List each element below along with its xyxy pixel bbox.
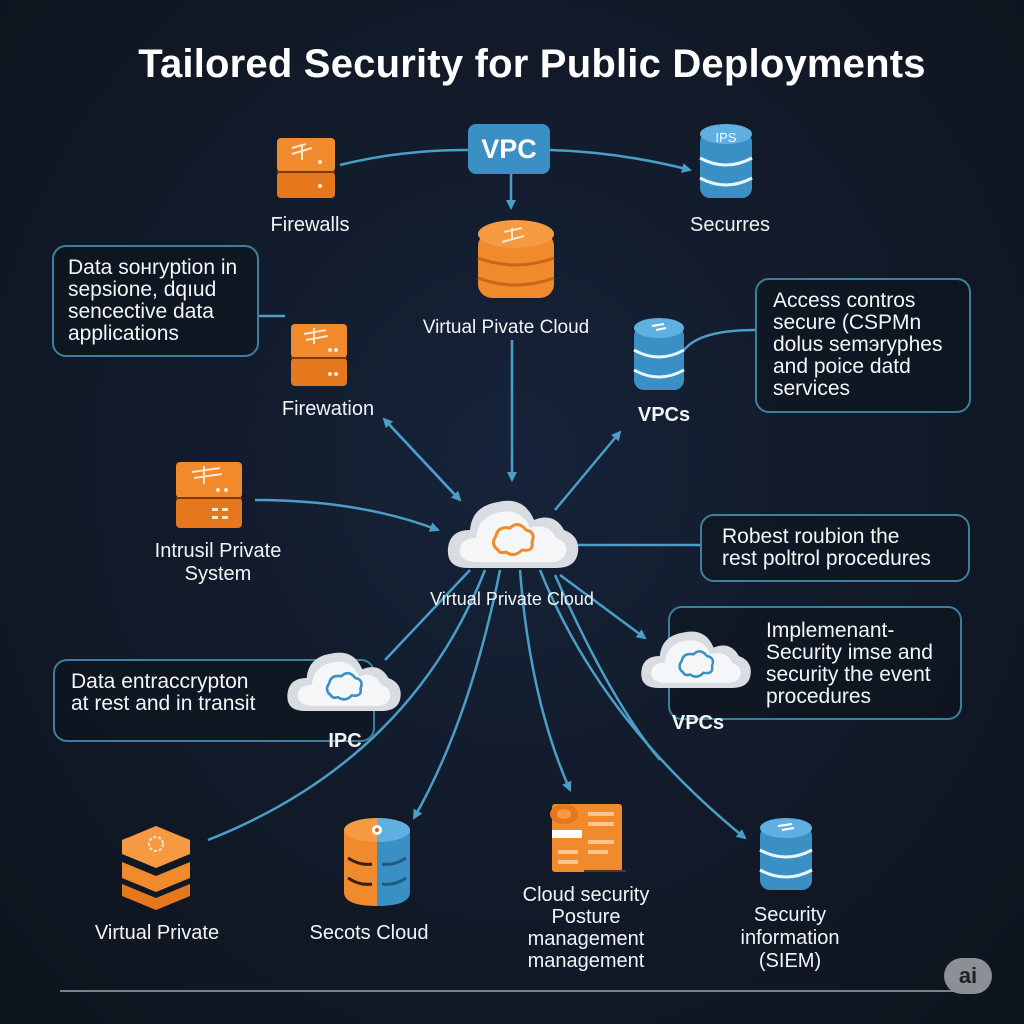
firewation-node[interactable] [286, 318, 352, 399]
securres-node[interactable]: IPS [696, 122, 756, 211]
connector-cloud-vpcs [554, 430, 622, 511]
intrusil-node[interactable] [172, 456, 248, 541]
label-line: Cloud security [522, 884, 650, 906]
securres-label: Securres [689, 214, 771, 236]
label-line: Intrusil Private [154, 540, 282, 562]
vpcs-top-label: VPCs [637, 404, 691, 426]
orange-document-icon [550, 804, 626, 872]
firewation-label: Firewation [281, 398, 375, 420]
split-database-icon [344, 818, 410, 906]
callout-line: security the event [766, 663, 931, 686]
connector-cloud-siem [538, 569, 747, 840]
cloud-icon [447, 500, 579, 568]
firewalls-node[interactable] [272, 130, 342, 211]
blue-database-icon [759, 818, 813, 890]
center-cloud-label: Virtual Private Cloud [430, 589, 594, 609]
connector-cloud-ipc [384, 569, 471, 661]
connector-vpc-firewalls [339, 148, 469, 167]
callout-line: procedures [766, 685, 872, 708]
ai-badge: ai [944, 958, 992, 994]
label-line: management [527, 928, 645, 950]
callout-robust: Robest roubion the rest poltrol procedur… [700, 514, 970, 582]
orange-layers-icon [122, 826, 190, 910]
callout-data-encryption: Data sонryption in sepsione, dqıud sence… [52, 245, 259, 357]
center-cloud-node[interactable] [444, 488, 582, 577]
connector-cloud-secots [412, 569, 502, 820]
orange-server-block-icon [277, 138, 335, 198]
callout-implement: Implemenant- Security imse and security … [668, 606, 962, 720]
label-line: information [740, 927, 840, 949]
vpcs-top-node[interactable] [632, 316, 686, 401]
callout-line: Access contros [773, 289, 916, 312]
page-title: Tailored Security for Public Deployments [138, 42, 926, 86]
ips-icon-text: IPS [716, 130, 737, 145]
callout-line: sencective data [68, 300, 214, 323]
cloud-icon [641, 631, 751, 688]
connector-db2-box2 [683, 328, 756, 351]
secots-cloud-node[interactable] [342, 816, 412, 913]
virtual-private-node[interactable] [118, 822, 194, 917]
callout-line: Implemenant- [766, 619, 895, 642]
ipc-node[interactable] [284, 640, 404, 721]
callout-line: dolus semэryphes [773, 333, 943, 356]
connector-firewation-cloud-rev [382, 417, 456, 496]
vpc-badge[interactable]: VPC [468, 124, 550, 174]
vpc-database-label: Virtual Pivate Cloud [422, 317, 590, 338]
blue-database-icon [633, 318, 685, 390]
firewalls-label: Firewalls [270, 214, 350, 236]
connector-vpc-ips [549, 148, 692, 173]
cloud-icon [287, 652, 401, 712]
cspm-label: Cloud security Posture management manage… [523, 884, 650, 972]
callout-access-control: Access contros secure (CSPMn dolus semэr… [755, 278, 971, 413]
virtual-private-label: Virtual Private [94, 922, 220, 944]
intrusil-label: Intrusil Private System [155, 540, 282, 586]
callout-line: Data sонryption in [68, 256, 238, 279]
connector-cloud-virtual-private [207, 569, 487, 842]
siem-label: Security information (SIEM) [741, 904, 840, 973]
callout-line: rest poltrol procedures [722, 547, 931, 570]
label-line: management [527, 950, 645, 972]
connector-cloud-cspm [518, 569, 572, 792]
callout-line: and poice datd [773, 355, 911, 378]
connector-cloud-vpcs-mid [559, 573, 647, 640]
vpcs-mid-node[interactable] [638, 620, 754, 697]
vpcs-mid-label: VPCs [671, 712, 725, 734]
orange-server-block-icon [176, 462, 242, 528]
footer-divider [60, 990, 960, 992]
orange-database-icon [477, 220, 555, 298]
blue-database-icon: IPS [699, 124, 753, 198]
siem-node[interactable] [758, 816, 814, 901]
label-line: Security [753, 904, 827, 926]
orange-server-block-icon [291, 324, 347, 386]
cspm-node[interactable] [548, 800, 630, 881]
callout-line: applications [68, 322, 179, 345]
callout-line: Data entraccrypton [71, 670, 249, 693]
connector-intrusil-cloud [254, 498, 440, 532]
label-line: (SIEM) [758, 950, 822, 972]
callout-line: at rest and in transit [71, 692, 256, 715]
vpc-database-node[interactable] [476, 218, 556, 311]
secots-cloud-label: Secots Cloud [309, 922, 429, 944]
label-line: Posture [551, 906, 621, 928]
callout-line: Robest roubion the [722, 525, 900, 548]
callout-line: services [773, 377, 851, 400]
callout-line: Security imse and [766, 641, 933, 664]
callout-line: secure (CSPMn [773, 311, 922, 334]
connector-cloud-edge [553, 574, 661, 761]
ipc-label: IPC [328, 730, 362, 752]
label-line: System [184, 563, 252, 585]
callout-line: sepsione, dqıud [68, 278, 217, 301]
